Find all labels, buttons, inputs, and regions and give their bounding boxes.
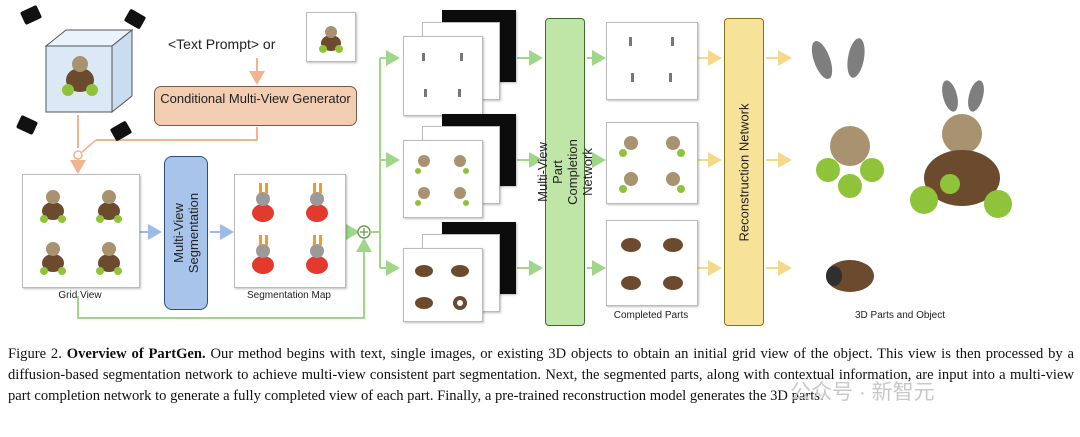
reconstruction-network-label: Reconstruction Network bbox=[736, 103, 752, 241]
part-view-panel bbox=[403, 36, 483, 116]
watermark-text: 公众号 · 新智元 bbox=[790, 381, 935, 404]
switch-lever bbox=[81, 139, 97, 153]
caption-prefix: Figure 2. bbox=[8, 346, 67, 362]
output-label: 3D Parts and Object bbox=[854, 310, 946, 321]
arrow-layer bbox=[70, 50, 792, 319]
completed-part-view bbox=[606, 220, 698, 306]
line-combine-branch bbox=[370, 58, 381, 268]
completed-parts-label: Completed Parts bbox=[613, 310, 689, 321]
reconstruction-network: Reconstruction Network bbox=[724, 18, 764, 326]
line-grid-skip-connection bbox=[77, 238, 372, 319]
switch-node bbox=[73, 150, 83, 160]
completed-part-view bbox=[606, 22, 698, 100]
completed-part-view bbox=[606, 122, 698, 204]
input-cube-figure bbox=[44, 28, 134, 114]
multiview-part-completion-network: Multi-View Part Completion Network bbox=[535, 18, 595, 326]
image-prompt-thumbnail bbox=[306, 12, 356, 62]
multiview-part-completion-label: Multi-View Part Completion Network bbox=[535, 139, 595, 205]
line-generator-to-switch bbox=[96, 127, 258, 141]
caption-title: Overview of PartGen. bbox=[66, 346, 206, 362]
segmentation-map-image bbox=[234, 174, 346, 288]
figure-caption: Figure 2. Overview of PartGen. Our metho… bbox=[8, 344, 1074, 407]
segmentation-map-label: Segmentation Map bbox=[247, 290, 331, 301]
conditional-multiview-generator: Conditional Multi-View Generator bbox=[154, 86, 357, 126]
output-3d-parts bbox=[811, 38, 1012, 292]
part-view-panel bbox=[403, 140, 483, 218]
grid-view-image bbox=[22, 174, 140, 288]
caption-body: Our method begins with text, single imag… bbox=[8, 346, 1074, 404]
grid-view-label: Grid View bbox=[58, 290, 102, 301]
part-view-panel bbox=[403, 248, 483, 322]
multiview-segmentation-box: Multi-View Segmentation bbox=[164, 156, 208, 310]
text-prompt-label: <Text Prompt> or bbox=[168, 36, 276, 52]
multiview-segmentation-label: Multi-View Segmentation bbox=[171, 192, 201, 274]
